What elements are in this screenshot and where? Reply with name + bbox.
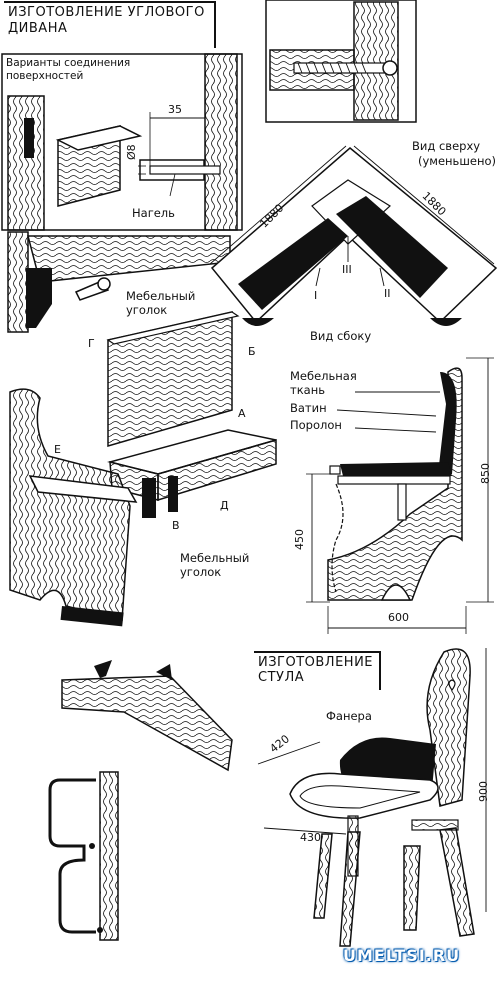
joint-panel: [1, 53, 243, 231]
batting-label: Ватин: [290, 401, 327, 415]
letter-g: Г: [88, 337, 95, 350]
letter-b: Б: [248, 345, 256, 358]
sofa-title-line1: ИЗГОТОВЛЕНИЕ УГЛОВОГО: [8, 5, 205, 20]
plywood-label: Фанера: [326, 709, 372, 723]
corner-label2-line1: Мебельный: [180, 551, 250, 565]
fabric-label-line2: ткань: [290, 383, 325, 397]
fastener-detail: [48, 660, 233, 941]
sofa-title-line2: ДИВАНА: [8, 21, 68, 36]
section-one: I: [314, 289, 318, 302]
side-panel-e: [9, 388, 138, 627]
sofa-title-frame: [4, 1, 216, 48]
seat-board: [107, 429, 277, 518]
letter-v: В: [172, 519, 180, 532]
letter-e: Е: [54, 443, 61, 456]
chair-title-line1: ИЗГОТОВЛЕНИЕ: [258, 655, 374, 670]
screw-detail: [265, 0, 417, 123]
dowel-diameter-dim: Ø8: [125, 144, 138, 160]
chair-seat-width-dim: 430: [300, 831, 321, 844]
chair-title-line2: СТУЛА: [258, 670, 305, 685]
chair-title-frame: [254, 651, 381, 690]
top-view-sofa: [209, 145, 498, 326]
side-height-dim: 850: [479, 463, 492, 484]
watermark-logo: UMELTSI.RU: [343, 946, 461, 965]
joints-caption-line1: Варианты соединения: [6, 57, 131, 69]
furniture-corner-label-line2: уголок: [126, 303, 168, 317]
top-view-label-line2: (уменьшено): [418, 154, 496, 168]
dowel-length-dim: 35: [168, 103, 182, 116]
chair-drawing: [257, 648, 487, 947]
backrest-board: [106, 311, 240, 447]
side-view-label: Вид сбоку: [310, 329, 372, 343]
side-view-sofa: [306, 357, 494, 634]
corner-bracket-detail: [7, 231, 231, 333]
foam-label: Поролон: [290, 418, 342, 432]
dowel-label: Нагель: [132, 206, 175, 220]
joints-caption-line2: поверхностей: [6, 70, 84, 82]
fabric-label-line1: Мебельная: [290, 369, 357, 383]
section-two: II: [384, 287, 391, 300]
chair-height-dim: 900: [477, 781, 490, 802]
furniture-corner-label-line1: Мебельный: [126, 289, 196, 303]
corner-label2-line2: уголок: [180, 565, 222, 579]
side-seat-dim: 450: [293, 529, 306, 550]
letter-a: А: [238, 407, 246, 420]
side-depth-dim: 600: [388, 611, 409, 624]
letter-d: Д: [220, 499, 229, 512]
section-three: III: [342, 263, 352, 276]
top-view-label-line1: Вид сверху: [412, 139, 481, 153]
